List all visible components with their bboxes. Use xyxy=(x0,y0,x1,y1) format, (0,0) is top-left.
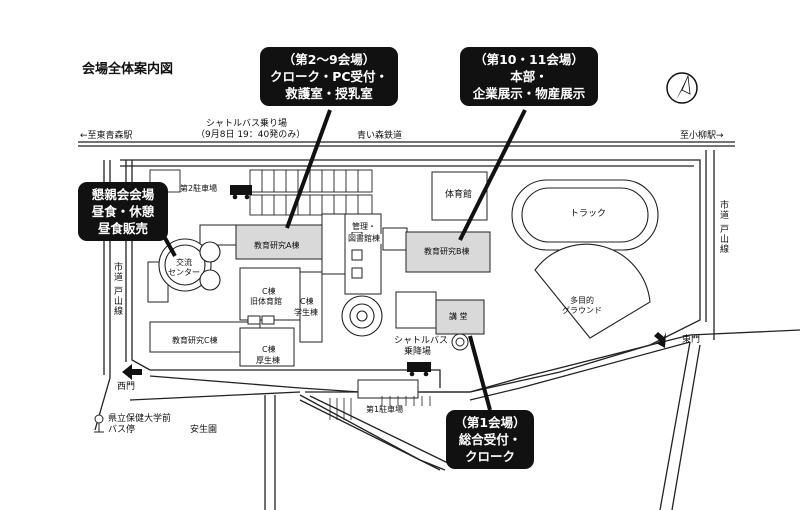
shuttle-stop-label: シャトルバス乗り場 xyxy=(206,119,288,129)
c-gakusei-label: C棟 xyxy=(300,297,314,306)
callout-line: 企業展示・物産展示 xyxy=(472,86,586,101)
multipurpose-ground xyxy=(534,243,651,339)
callout-line: （第1会場） xyxy=(454,415,526,430)
callout-line: （第2～9会場） xyxy=(282,52,376,67)
to-komagome-label: 至小柳駅→ xyxy=(680,131,724,141)
east-road xyxy=(705,150,715,340)
callout-line: 懇親会会場 xyxy=(91,187,155,202)
callout-block-a: （第2～9会場） クローク・PC受付・ 救護室・授乳室 xyxy=(260,47,398,106)
shuttle-dropoff-mark xyxy=(451,333,469,351)
callout-line: クローク xyxy=(464,449,515,464)
callout-konshin: 懇親会会場 昼食・休憩 昼食販売 xyxy=(78,182,168,241)
buildings xyxy=(147,171,491,399)
callout-line: クローク・PC受付・ xyxy=(269,69,389,84)
parking-2-stripes xyxy=(149,169,373,216)
callout-line: 総合受付・ xyxy=(458,432,522,447)
gate-arrow-icon xyxy=(122,364,142,380)
kenkyu-c-label: 教育研究C棟 xyxy=(172,336,218,345)
bus-stop-icon xyxy=(94,414,104,433)
shuttle-drop-label-2: 乗降場 xyxy=(404,347,432,357)
callout-line: 昼食販売 xyxy=(97,221,148,236)
koryu-label-2: センター xyxy=(168,268,200,277)
kenkyu-a-label: 教育研究A棟 xyxy=(254,241,300,250)
c-kousei-label: C棟 xyxy=(262,345,276,354)
callout-line: 昼食・休憩 xyxy=(91,204,155,219)
west-gate-label: 西門 xyxy=(117,382,136,392)
kanri-label-2: 図書館棟 xyxy=(346,234,382,244)
road-west-label: 市道 戸山線 xyxy=(112,262,122,316)
track-label: トラック xyxy=(570,209,607,219)
railway-label: 青い森鉄道 xyxy=(357,131,403,141)
east-gate-label: 東門 xyxy=(682,335,701,345)
shuttle-drop-label: シャトルバス xyxy=(394,336,449,346)
bus-icon xyxy=(230,185,252,200)
kanri-label: 管理・ xyxy=(350,222,378,232)
north-compass-icon xyxy=(666,72,698,104)
railway-line xyxy=(78,141,735,147)
parking-1-label: 第1駐車場 xyxy=(366,405,404,414)
track xyxy=(511,179,659,251)
callout-pointers xyxy=(163,109,527,411)
bus-stop-label: 県立保健大学前 xyxy=(108,414,172,424)
gym-label: 体育館 xyxy=(445,190,473,200)
map-title: 会場全体案内図 xyxy=(82,62,174,77)
c-gakusei-label-2: 学生棟 xyxy=(294,308,318,317)
south-road xyxy=(299,395,451,471)
callout-dai1: （第1会場） 総合受付・ クローク xyxy=(446,410,534,469)
parking-2-label: 第2駐車場 xyxy=(180,184,218,193)
gate-arrow-icon xyxy=(654,332,666,348)
parking-1-stripes xyxy=(329,396,431,420)
roundabout xyxy=(341,295,383,337)
kenkyu-b-label: 教育研究B棟 xyxy=(424,247,470,256)
callout-line: 救護室・授乳室 xyxy=(285,86,373,101)
to-higashi-aomori-label: ←至東青森駅 xyxy=(80,131,133,141)
bus-stop-label-2: バス停 xyxy=(108,425,136,435)
callout-line: （第10・11会場） xyxy=(474,52,584,67)
kodo-label: 講 堂 xyxy=(449,312,468,321)
callout-line: 本部・ xyxy=(510,69,548,84)
shuttle-time-label: （9月8日 19：40発のみ） xyxy=(196,130,306,140)
road-east-label: 市道 戸山線 xyxy=(718,200,728,254)
c-kousei-label-2: 厚生棟 xyxy=(256,356,280,365)
c-gym-label-2: 旧体育館 xyxy=(250,297,282,306)
ground-label: 多目的 xyxy=(570,296,594,305)
anseien-label: 安生園 xyxy=(190,425,218,435)
koryu-label: 交流 xyxy=(176,258,192,267)
callout-block-b: （第10・11会場） 本部・ 企業展示・物産展示 xyxy=(460,47,598,106)
bus-icon xyxy=(407,362,431,377)
c-gym-label: C棟 xyxy=(262,287,276,296)
ground-label-2: グラウンド xyxy=(562,306,602,315)
